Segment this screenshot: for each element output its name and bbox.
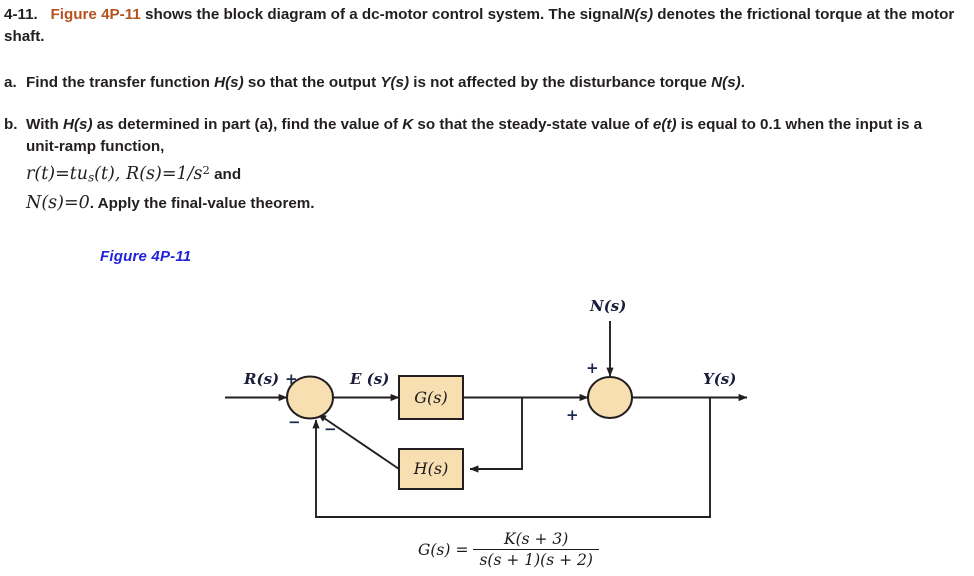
part-b-math-line-1: r(t)=tus(t), R(s)=1/s2 and — [26, 163, 242, 185]
equation-numerator-k: K — [503, 530, 516, 548]
problem-statement: 4-11. Figure 4P-11 shows the block diagr… — [4, 4, 970, 47]
math-and: and — [214, 166, 242, 184]
math-r: r — [26, 164, 35, 185]
math-equals-1: = — [55, 164, 70, 185]
sign-plus-disturbance: + — [586, 359, 599, 377]
part-a-sym-1: H(s) — [214, 74, 244, 91]
math-tail-text: . Apply the final-value theorem. — [89, 194, 315, 212]
block-diagram: G(s) H(s) R(s) E (s) N(s) Y(s) + − − + + — [0, 280, 974, 576]
equation-numerator-rest: (s + 3) — [515, 530, 569, 548]
part-a-text-2: so that the output — [243, 74, 381, 91]
figure-reference-link[interactable]: Figure 4P-11 — [50, 6, 141, 23]
problem-part-b: b. With H(s) as determined in part (a), … — [4, 114, 954, 216]
h-block[interactable] — [398, 448, 464, 490]
signal-label-e: E (s) — [349, 370, 389, 388]
signal-label-r: R(s) — [243, 370, 279, 388]
signal-label-y: Y(s) — [703, 370, 736, 388]
math-sub-s: s — [88, 170, 95, 185]
math-equals-3: = — [63, 192, 79, 213]
sign-plus-forward: + — [566, 406, 579, 424]
part-a-sym-3: N(s) — [711, 74, 741, 91]
part-a-text-4: . — [740, 74, 745, 91]
math-t-2: t — [101, 164, 109, 185]
problem-number: 4-11. — [4, 6, 38, 23]
problem-head-signal: N(s) — [623, 6, 654, 23]
problem-head-text-1: shows the block diagram of a dc-motor co… — [140, 6, 624, 23]
part-a-text-1: Find the transfer function — [26, 74, 215, 91]
part-b-math-line-2: N(s)=0. Apply the final-value theorem. — [26, 192, 315, 213]
g-block-label: G(s) — [414, 388, 447, 407]
math-one-over-s: 1/s — [176, 164, 203, 185]
part-b-text-3: so that the steady-state value of — [413, 116, 653, 133]
part-a-label: a. — [4, 74, 17, 91]
math-N: N — [26, 192, 42, 213]
problem-part-a: a. Find the transfer function H(s) so th… — [4, 72, 944, 94]
math-zero: 0 — [78, 192, 90, 213]
part-b-sym-1: H(s) — [62, 116, 93, 133]
figure-caption: Figure 4P-11 — [100, 248, 192, 265]
part-b-body: With H(s) as determined in part (a), fin… — [26, 114, 954, 216]
g-block[interactable] — [398, 375, 464, 420]
sign-plus-input: + — [285, 370, 298, 388]
wire-g-branch-to-h — [469, 397, 523, 473]
math-exponent-2: 2 — [202, 163, 210, 178]
signal-label-n: N(s) — [589, 297, 626, 315]
summing-junction-input[interactable] — [286, 375, 334, 420]
math-t: t — [41, 164, 49, 185]
equation-fraction: K(s + 3) s(s + 1)(s + 2) — [473, 530, 599, 569]
wire-h-to-sum1 — [317, 413, 400, 470]
math-R: R — [126, 164, 140, 185]
part-b-text-2: as determined in part (a), find the valu… — [92, 116, 403, 133]
transfer-function-equation: G(s) = K(s + 3) s(s + 1)(s + 2) — [418, 530, 599, 569]
math-tu: tu — [69, 164, 89, 185]
equation-lhs: G(s) — [418, 540, 451, 559]
math-equals-2: = — [161, 164, 177, 185]
part-b-sym-2: K — [402, 116, 414, 133]
part-a-body: Find the transfer function H(s) so that … — [26, 72, 944, 94]
wire-unity-feedback — [312, 397, 711, 518]
sign-minus-h: − — [324, 420, 337, 438]
part-a-sym-2: Y(s) — [380, 74, 410, 91]
problem-head-text-2: denotes the frictional torque at the mot… — [4, 6, 955, 45]
math-s-2: s — [48, 192, 58, 213]
equation-equals: = — [455, 540, 469, 559]
equation-denominator: s(s + 1)(s + 2) — [473, 549, 599, 569]
part-b-label: b. — [4, 116, 18, 133]
summing-junction-disturbance[interactable] — [587, 376, 633, 419]
part-b-sym-3: e(t) — [652, 116, 677, 133]
part-a-text-3: is not affected by the disturbance torqu… — [409, 74, 712, 91]
math-s-1: s — [146, 164, 155, 185]
part-b-text-1: With — [26, 116, 63, 133]
h-block-label: H(s) — [413, 459, 449, 478]
equation-numerator: K(s + 3) — [498, 530, 574, 549]
sign-minus-unity: − — [288, 413, 301, 431]
part-b-text-4: is equal to 0.1 when the input is a unit… — [26, 116, 923, 156]
